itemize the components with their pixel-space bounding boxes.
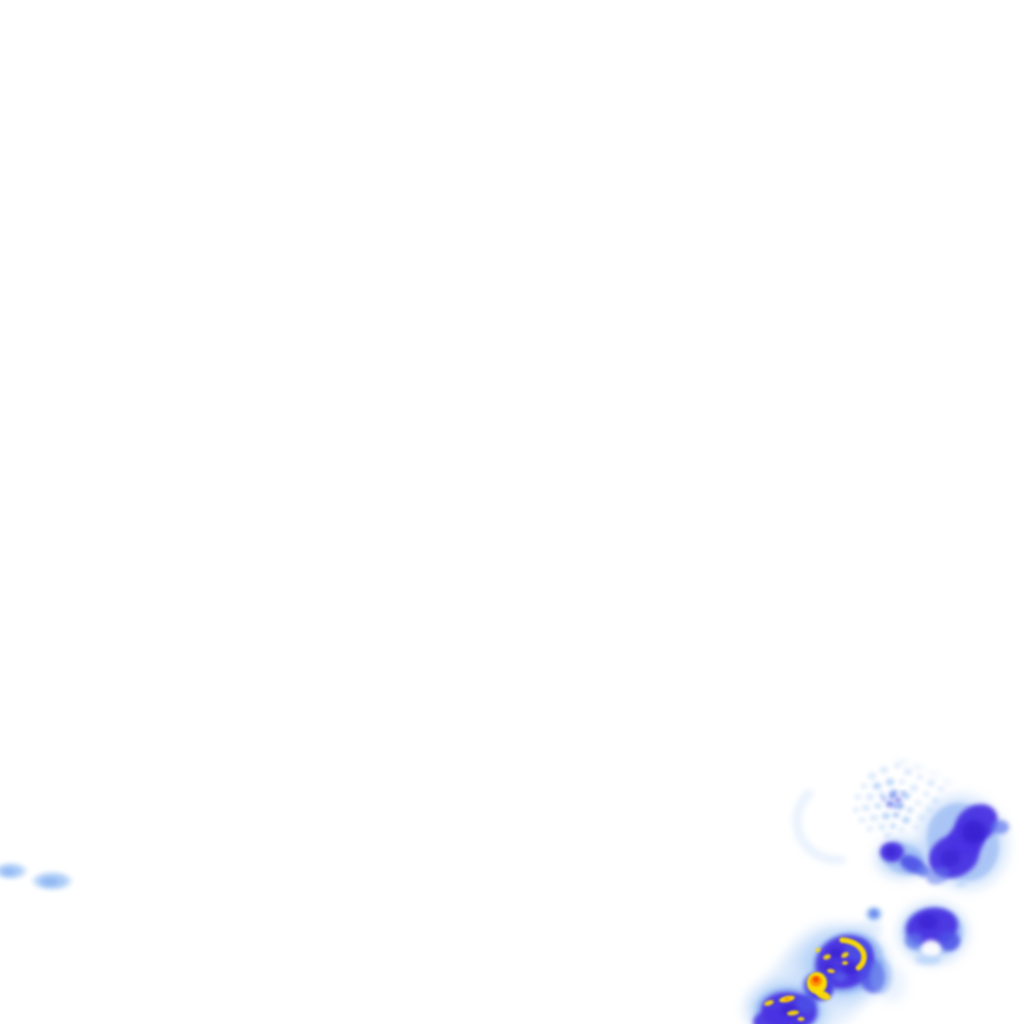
- rain-speckle: [870, 814, 878, 822]
- heavy-rain-spot: [841, 952, 849, 958]
- rain-cell: [938, 931, 960, 951]
- rain-ring: [792, 789, 846, 865]
- intense-core: [784, 997, 790, 1001]
- rain-speckle: [902, 816, 910, 824]
- rain-speckle: [875, 803, 881, 809]
- heavy-rain-spot: [764, 1000, 774, 1006]
- rain-speckle: [889, 793, 895, 799]
- speckle-layer: [853, 763, 944, 843]
- rain-speckle: [932, 797, 940, 805]
- dry-hole: [921, 940, 941, 958]
- rain-wisp: [929, 771, 939, 777]
- rain-speckle: [882, 812, 890, 820]
- rain-speckle: [886, 800, 894, 808]
- rain-core: [3, 869, 15, 875]
- highlight-layer: [764, 937, 867, 1021]
- rain-speckle: [861, 783, 867, 789]
- rain-fringe: [870, 958, 892, 994]
- rain-fringe: [915, 955, 941, 965]
- rain-speckle: [923, 791, 929, 797]
- rain-core: [870, 910, 878, 917]
- rain-speckle: [894, 837, 900, 843]
- rain-speckle: [859, 817, 865, 823]
- heavy-rain-spot: [787, 1010, 799, 1016]
- rain-speckle: [926, 806, 934, 814]
- rain-speckle: [855, 794, 861, 800]
- rain-speckle: [866, 793, 874, 801]
- heavy-rain-spot: [823, 954, 831, 960]
- rain-cell: [926, 867, 950, 885]
- rain-wisp: [912, 764, 924, 770]
- rain-speckle: [868, 772, 876, 780]
- rain-core: [962, 820, 986, 844]
- rain-wisp: [942, 778, 952, 786]
- rain-cell: [905, 933, 923, 949]
- rain-core: [918, 914, 938, 930]
- rain-speckle: [893, 812, 899, 818]
- rain-speckle: [918, 814, 926, 822]
- rain-cell: [991, 820, 1009, 834]
- rain-speckle: [880, 766, 888, 774]
- heavy-rain-cell: [815, 990, 831, 1000]
- rain-speckle: [915, 800, 921, 806]
- rain-speckle: [853, 807, 859, 813]
- rain-speckle: [901, 791, 905, 795]
- rain-speckle: [893, 804, 897, 808]
- rain-speckle: [899, 827, 905, 833]
- rain-speckle: [907, 807, 913, 813]
- storm-core: [842, 963, 858, 975]
- heavy-rain-spot: [815, 947, 821, 953]
- rain-wisp: [956, 882, 966, 886]
- heavy-rain-spot: [797, 1017, 805, 1021]
- rain-core: [940, 849, 960, 867]
- intense-core: [813, 976, 819, 983]
- rain-speckle: [882, 797, 886, 801]
- rain-speckle: [910, 784, 918, 792]
- heavy-rain-arc: [839, 937, 867, 971]
- rain-speckle: [878, 823, 886, 831]
- rain-speckle: [927, 779, 935, 787]
- storm-cell: [796, 995, 816, 1013]
- rain-speckle: [879, 792, 885, 798]
- rain-speckle: [867, 826, 873, 832]
- rain-speckle: [862, 804, 870, 812]
- rain-core: [886, 847, 896, 857]
- rain-speckle: [938, 786, 944, 792]
- rain-speckle: [894, 763, 900, 769]
- rain-core: [42, 878, 58, 886]
- rain-speckle: [899, 779, 905, 785]
- storm-core: [829, 948, 843, 958]
- rain-cell: [917, 865, 931, 877]
- rain-speckle: [884, 832, 892, 840]
- rain-wisp: [896, 758, 908, 766]
- storm-cell: [833, 972, 847, 982]
- rain-speckle: [895, 797, 901, 803]
- rain-speckle: [886, 778, 894, 786]
- rain-speckle: [890, 823, 896, 829]
- rain-speckle: [913, 824, 919, 830]
- cell-layer: [0, 803, 1009, 1024]
- rain-speckle: [896, 802, 904, 810]
- heavy-rain-spot: [827, 968, 835, 974]
- heavy-rain-spot: [842, 961, 848, 965]
- rain-speckle: [904, 768, 912, 776]
- rain-speckle: [917, 774, 923, 780]
- rain-speckle: [873, 782, 881, 790]
